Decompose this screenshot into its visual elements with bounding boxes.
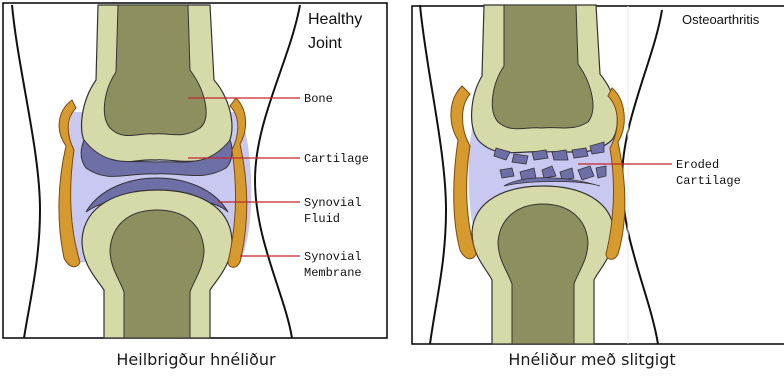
bone-label: Bone <box>304 92 333 106</box>
synovial-fluid-label-line2: Fluid <box>304 212 340 226</box>
synovial-membrane-label-line2: Membrane <box>304 266 362 280</box>
healthy-joint-panel: Healthy Joint Bone Cartilage Synovial Fl… <box>0 0 392 381</box>
eroded-cartilage-label-line1: Eroded <box>676 158 719 172</box>
healthy-title-line1: Healthy <box>308 11 362 28</box>
lower-bone-marrow <box>498 204 588 344</box>
osteoarthritis-title: Osteoarthritis <box>682 12 760 27</box>
healthy-joint-caption: Heilbrigður hnéliður <box>0 350 392 369</box>
eroded-cartilage-label-line2: Cartilage <box>676 174 741 188</box>
osteoarthritis-caption: Hnéliður með slitgigt <box>400 350 784 369</box>
lower-bone-marrow <box>110 210 204 338</box>
healthy-title-line2: Joint <box>308 35 342 52</box>
cartilage-label: Cartilage <box>304 152 369 166</box>
synovial-membrane-label-line1: Synovial <box>304 250 362 264</box>
healthy-joint-diagram: Healthy Joint Bone Cartilage Synovial Fl… <box>0 0 392 350</box>
osteoarthritis-diagram: Osteoarthritis Eroded Cartilage <box>400 0 784 350</box>
synovial-fluid-label-line1: Synovial <box>304 196 362 210</box>
osteoarthritis-panel: Osteoarthritis Eroded Cartilage Hnéliður… <box>400 0 784 381</box>
